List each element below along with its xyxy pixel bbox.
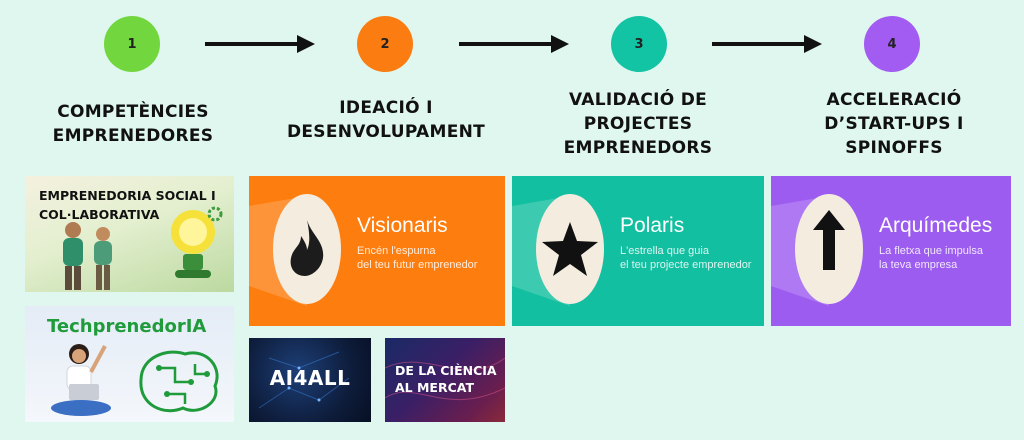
arrow-up-icon [813,210,845,270]
program-card-ai4all[interactable]: AI4ALL [249,338,371,422]
arquimedes-name: Arquímedes [879,214,993,237]
visionaris-tagline: Encén l'espurna del teu futur emprenedor [357,245,478,271]
ciencia-title: DE LA CIÈNCIA AL MERCAT [395,363,497,395]
program-card-visionaris[interactable]: Visionaris Encén l'espurna del teu futur… [249,176,505,326]
step-4-title: ACCELERACIÓ D’START-UPS I SPINOFFS [824,90,964,158]
program-card-polaris[interactable]: Polaris L'estrella que guia el teu proje… [512,176,764,326]
step-3-circle: 3 [611,16,667,72]
visionaris-name: Visionaris [357,214,448,237]
network-pattern [258,351,350,409]
program-card-ciencia[interactable]: DE LA CIÈNCIA AL MERCAT [385,338,505,422]
network-pattern [385,357,505,401]
arrow-right-icon [459,35,569,53]
arrow-right-icon [205,35,315,53]
visionaris-emblem [273,194,341,304]
arquimedes-tagline: La fletxa que impulsa la teva empresa [879,245,983,271]
step-2-circle: 2 [357,16,413,72]
step-3-title: VALIDACIÓ DE PROJECTES EMPRENEDORS [563,90,713,158]
techprenedoria-title: TechprenedorIA [47,316,207,337]
arrow-right-icon [712,35,822,53]
step-4-number: 4 [887,36,897,52]
program-card-social[interactable]: EMPRENEDORIA SOCIAL I COL·LABORATIVA [25,176,234,292]
program-card-techprenedoria[interactable]: TechprenedorIA [25,306,234,422]
person-laptop-icon [51,344,111,416]
step-2-title: IDEACIÓ I DESENVOLUPAMENT [286,98,486,142]
step-3-number: 3 [634,36,644,52]
ai4all-title: AI4ALL [269,366,351,390]
lightbulb-icon [171,210,215,278]
polaris-name: Polaris [620,214,685,237]
step-1-circle: 1 [104,16,160,72]
step-1-number: 1 [127,36,137,52]
people-icon [63,222,112,290]
step-2-number: 2 [380,36,390,52]
gear-icon [207,206,223,222]
polaris-tagline: L'estrella que guia el teu projecte empr… [620,245,752,271]
program-card-arquimedes[interactable]: Arquímedes La fletxa que impulsa la teva… [771,176,1011,326]
flame-icon [290,220,324,276]
step-1-title: COMPETÈNCIES EMPRENEDORES [52,102,214,146]
social-title: EMPRENEDORIA SOCIAL I COL·LABORATIVA [39,188,216,222]
star-icon [542,222,598,276]
step-4-circle: 4 [864,16,920,72]
brain-circuit-icon [139,350,219,413]
